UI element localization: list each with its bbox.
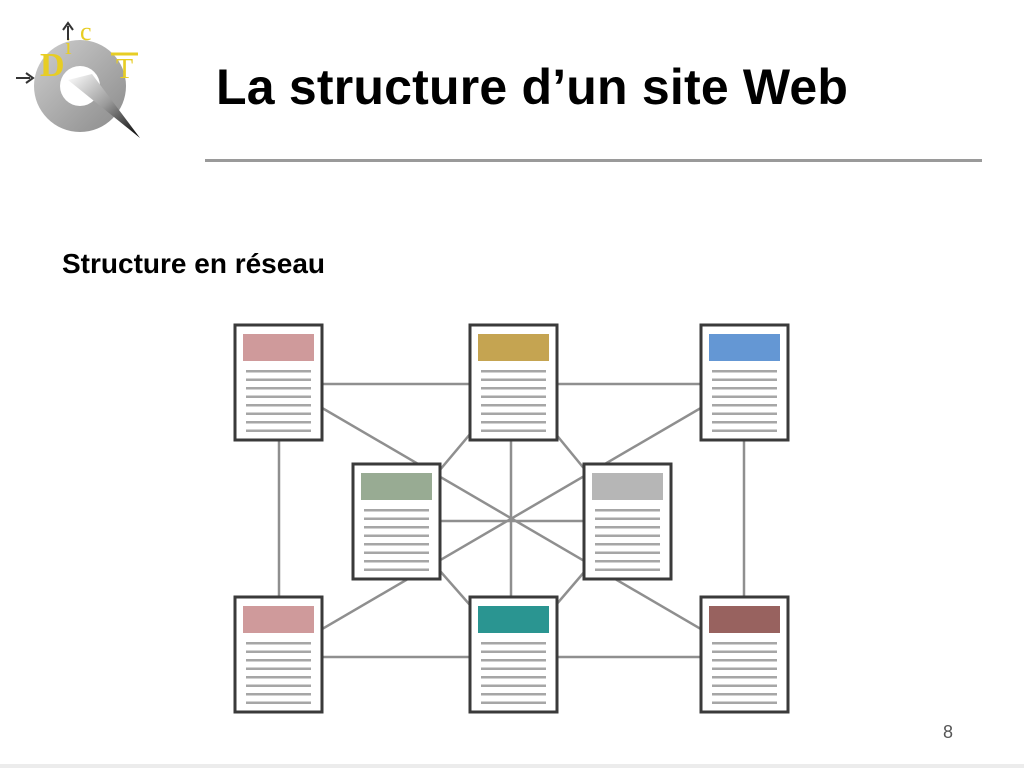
page-text-line xyxy=(246,693,311,696)
page-text-line xyxy=(712,421,777,424)
page-header-block xyxy=(361,473,432,500)
page-text-line xyxy=(481,421,546,424)
page-node-bottom-right xyxy=(699,595,790,714)
page-node-bottom-left xyxy=(233,595,324,714)
page-node-top-right xyxy=(699,323,790,442)
page-text-line xyxy=(246,667,311,670)
page-node-mid-right xyxy=(582,462,673,581)
page-text-line xyxy=(712,395,777,398)
page-text-line xyxy=(595,517,660,520)
page-text-line xyxy=(481,684,546,687)
diagram-pages xyxy=(233,323,790,714)
footer-bar xyxy=(0,764,1024,768)
page-text-line xyxy=(481,693,546,696)
page-header-block xyxy=(709,606,780,633)
page-node-top-center xyxy=(468,323,559,442)
page-text-line xyxy=(364,560,429,563)
page-text-line xyxy=(712,684,777,687)
page-text-line xyxy=(712,693,777,696)
page-text-line xyxy=(246,421,311,424)
slide-title: La structure d’un site Web xyxy=(216,59,849,115)
page-text-line xyxy=(595,509,660,512)
page-node-mid-left xyxy=(351,462,442,581)
page-text-line xyxy=(481,650,546,653)
page-text-line xyxy=(712,642,777,645)
right-arrow-icon xyxy=(16,72,35,84)
page-text-line xyxy=(481,676,546,679)
title-divider xyxy=(205,159,982,162)
page-text-line xyxy=(246,701,311,704)
page-text-line xyxy=(481,395,546,398)
page-text-line xyxy=(246,429,311,432)
page-text-line xyxy=(364,517,429,520)
page-text-line xyxy=(712,667,777,670)
logo-letter-d: D xyxy=(40,47,65,84)
page-text-line xyxy=(712,659,777,662)
page-text-line xyxy=(712,370,777,373)
page-text-line xyxy=(364,534,429,537)
up-arrow-icon xyxy=(62,21,74,40)
page-text-line xyxy=(246,642,311,645)
logo-letter-c: c xyxy=(80,17,92,46)
page-text-line xyxy=(481,378,546,381)
page-text-line xyxy=(481,412,546,415)
page-header-block xyxy=(592,473,663,500)
dict-logo: D i c T xyxy=(16,17,140,138)
page-text-line xyxy=(712,412,777,415)
page-text-line xyxy=(712,404,777,407)
page-text-line xyxy=(364,568,429,571)
page-text-line xyxy=(712,378,777,381)
link-diagonal-2 xyxy=(277,381,746,656)
page-header-block xyxy=(478,334,549,361)
page-text-line xyxy=(246,395,311,398)
page-text-line xyxy=(246,387,311,390)
page-text-line xyxy=(364,543,429,546)
page-header-block xyxy=(478,606,549,633)
page-text-line xyxy=(595,551,660,554)
page-text-line xyxy=(246,370,311,373)
page-text-line xyxy=(246,676,311,679)
page-text-line xyxy=(246,650,311,653)
page-text-line xyxy=(712,701,777,704)
page-number: 8 xyxy=(943,722,954,742)
page-text-line xyxy=(481,387,546,390)
page-text-line xyxy=(595,568,660,571)
page-text-line xyxy=(364,551,429,554)
page-text-line xyxy=(481,370,546,373)
page-text-line xyxy=(364,526,429,529)
page-text-line xyxy=(481,659,546,662)
page-text-line xyxy=(712,676,777,679)
page-text-line xyxy=(595,526,660,529)
page-text-line xyxy=(246,412,311,415)
page-text-line xyxy=(595,534,660,537)
page-text-line xyxy=(246,404,311,407)
section-heading: Structure en réseau xyxy=(62,248,325,279)
page-text-line xyxy=(481,667,546,670)
page-text-line xyxy=(595,560,660,563)
page-header-block xyxy=(709,334,780,361)
page-text-line xyxy=(246,378,311,381)
page-text-line xyxy=(481,701,546,704)
page-text-line xyxy=(595,543,660,546)
logo-letter-t: T xyxy=(116,54,133,85)
page-text-line xyxy=(246,684,311,687)
page-text-line xyxy=(246,659,311,662)
page-header-block xyxy=(243,606,314,633)
page-text-line xyxy=(364,509,429,512)
page-text-line xyxy=(712,429,777,432)
page-text-line xyxy=(481,404,546,407)
logo-needle xyxy=(68,74,140,138)
page-text-line xyxy=(481,642,546,645)
page-text-line xyxy=(712,650,777,653)
page-text-line xyxy=(481,429,546,432)
page-header-block xyxy=(243,334,314,361)
page-node-top-left xyxy=(233,323,324,442)
logo-letter-i: i xyxy=(65,34,72,60)
page-text-line xyxy=(712,387,777,390)
page-node-bottom-center xyxy=(468,595,559,714)
